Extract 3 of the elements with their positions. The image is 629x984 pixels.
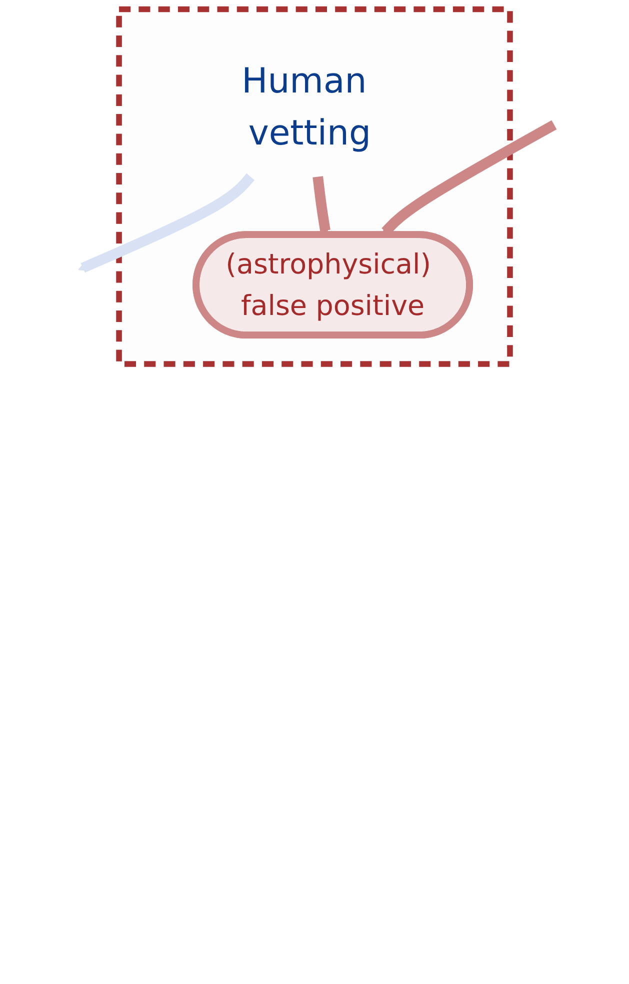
node-text: Human vetting (242, 61, 371, 154)
arrow (78, 173, 254, 273)
flow-diagram: Human vetting (astrophysical) false positive (0, 0, 629, 374)
